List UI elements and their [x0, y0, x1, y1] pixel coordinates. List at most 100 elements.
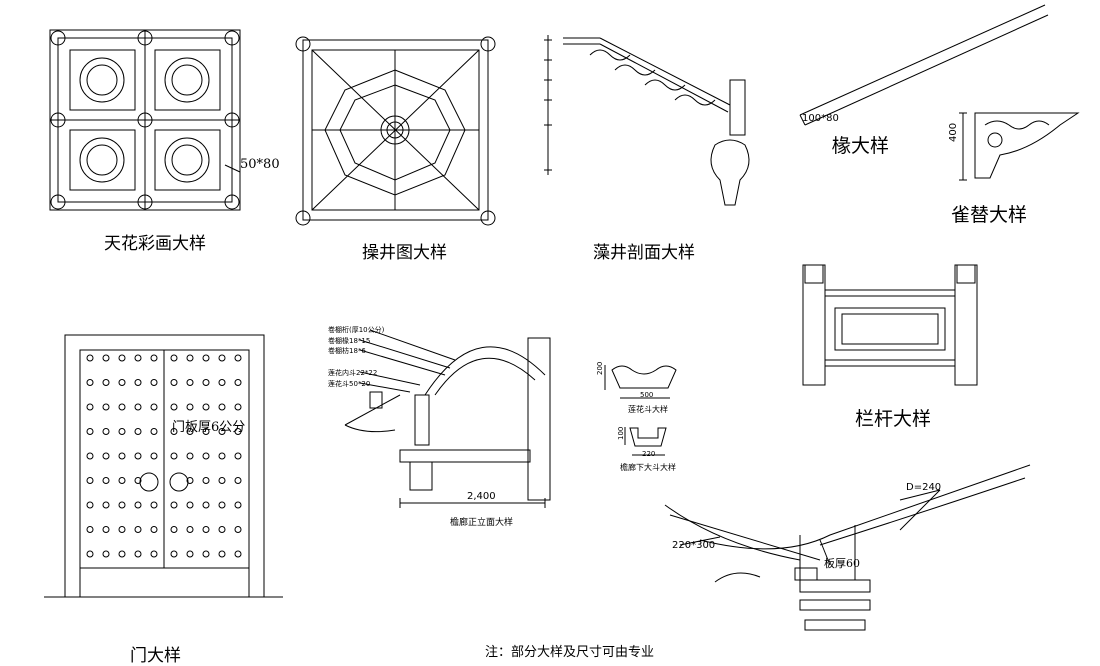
door-stud [218, 452, 226, 460]
ceiling-painting-drawing [49, 29, 241, 211]
door-stud [218, 379, 226, 386]
door-stud [150, 379, 158, 386]
door-stud [118, 403, 126, 411]
door-stud [186, 428, 194, 435]
door-stud [202, 354, 210, 362]
door-stud [218, 354, 226, 362]
door-stud [170, 428, 178, 435]
door-stud [134, 550, 142, 558]
door-stud [218, 477, 226, 484]
eave-callout-2: 卷棚椽18*15 [328, 337, 371, 345]
door-stud [170, 452, 178, 460]
door-drawing [44, 334, 283, 598]
door-stud [134, 354, 142, 362]
door-stud [170, 403, 178, 411]
lotus-width-dim: 500 [640, 391, 654, 399]
door-stud [234, 501, 242, 509]
door-stud [134, 452, 142, 460]
lotus-height-dim: 200 [596, 361, 604, 375]
board-thickness-label: 板厚60 [824, 557, 860, 570]
door-stud [86, 379, 94, 386]
rafter-drawing [799, 4, 1049, 126]
door-stud [202, 526, 210, 533]
door-stud [102, 403, 110, 411]
door-stud [234, 452, 242, 460]
eave-width-dimension: 2,400 [467, 491, 496, 502]
eave-callout-1: 卷棚桁(厚10公分) [328, 326, 385, 334]
door-stud [186, 526, 194, 533]
door-stud [234, 526, 242, 533]
door-stud [218, 501, 226, 509]
rafter-dimension: 100*80 [802, 113, 839, 124]
door-stud [202, 379, 210, 386]
door-stud [202, 428, 210, 435]
door-stud [234, 550, 242, 558]
door-stud [202, 477, 210, 484]
lotus-bracket-title: 莲花斗大样 [628, 405, 668, 414]
door-stud [102, 379, 110, 386]
door-stud [202, 501, 210, 509]
door-stud [234, 354, 242, 362]
door-stud [102, 526, 110, 533]
door-stud [86, 452, 94, 460]
door-stud [86, 477, 94, 484]
roof-d-dimension: D=240 [906, 482, 942, 493]
door-stud [202, 403, 210, 411]
door-stud [118, 526, 126, 533]
door-stud [150, 526, 158, 533]
ceiling-painting-title: 天花彩画大样 [104, 234, 206, 254]
door-title: 门大样 [130, 646, 181, 666]
door-stud [102, 428, 110, 435]
door-stud [170, 501, 178, 509]
caisson-section-title: 藻井剖面大样 [593, 243, 695, 263]
door-stud [134, 403, 142, 411]
caisson-section-drawing [544, 35, 750, 206]
lower-bracket-title: 檐廊下大斗大样 [620, 463, 676, 472]
ceiling-dimension: 50*80 [240, 157, 280, 172]
door-stud [134, 526, 142, 533]
eave-elevation-title: 檐廊正立面大样 [450, 518, 514, 528]
lotus-bracket-drawing [604, 365, 677, 399]
sparrow-brace-title: 雀替大样 [951, 204, 1028, 226]
door-stud [170, 550, 178, 558]
sparrow-brace-drawing [959, 112, 1080, 181]
eave-callout-5: 莲花斗50*20 [328, 380, 371, 388]
door-stud [102, 550, 110, 558]
door-stud [150, 550, 158, 558]
caisson-plan-drawing [295, 36, 496, 226]
door-stud [234, 477, 242, 484]
door-stud [202, 452, 210, 460]
door-stud [170, 379, 178, 386]
door-stud [102, 452, 110, 460]
door-stud [102, 477, 110, 484]
door-stud [186, 501, 194, 509]
door-stud [150, 354, 158, 362]
door-stud [170, 354, 178, 362]
sparrow-dimension: 400 [948, 122, 959, 142]
door-stud [186, 403, 194, 411]
door-stud [118, 501, 126, 509]
door-stud [150, 403, 158, 411]
door-stud [134, 379, 142, 386]
door-studs [86, 354, 242, 558]
door-stud [170, 526, 178, 533]
door-stud [134, 428, 142, 435]
door-stud [102, 501, 110, 509]
door-stud [202, 550, 210, 558]
eave-callout-4: 莲花内斗22*22 [328, 369, 378, 377]
door-stud [86, 526, 94, 533]
door-stud [234, 428, 242, 435]
door-stud [86, 428, 94, 435]
eave-callout-3: 卷棚枋18*6 [328, 347, 366, 355]
door-stud [186, 550, 194, 558]
eave-elevation-drawing [344, 329, 551, 508]
caisson-plan-title: 操井图大样 [362, 243, 447, 263]
door-stud [150, 501, 158, 509]
door-stud [234, 379, 242, 386]
railing-drawing [802, 264, 978, 386]
door-stud [86, 403, 94, 411]
door-stud [118, 428, 126, 435]
door-stud [118, 452, 126, 460]
door-stud [118, 379, 126, 386]
roof-section-dimension: 220*300 [672, 540, 716, 551]
